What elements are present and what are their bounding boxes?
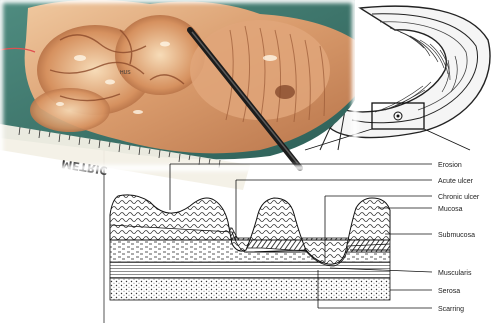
serosa-layer bbox=[110, 278, 390, 300]
cross-section-labels: Erosion Acute ulcer Chronic ulcer Mucosa… bbox=[438, 162, 480, 313]
label-acute-ulcer: Acute ulcer bbox=[438, 178, 474, 185]
label-submucosa: Submucosa bbox=[438, 232, 475, 239]
ulcer-photograph: HUS METRIC bbox=[0, 0, 355, 190]
label-muscularis: Muscularis bbox=[438, 270, 472, 277]
ulcer-cross-section: Erosion Acute ulcer Chronic ulcer Mucosa… bbox=[110, 162, 480, 313]
label-erosion: Erosion bbox=[438, 162, 462, 169]
label-chronic-ulcer: Chronic ulcer bbox=[438, 194, 480, 201]
muscularis-layer bbox=[110, 262, 390, 278]
photo-tag: HUS bbox=[120, 70, 131, 76]
label-scarring: Scarring bbox=[438, 306, 464, 313]
label-mucosa: Mucosa bbox=[438, 206, 463, 213]
label-serosa: Serosa bbox=[438, 288, 460, 295]
